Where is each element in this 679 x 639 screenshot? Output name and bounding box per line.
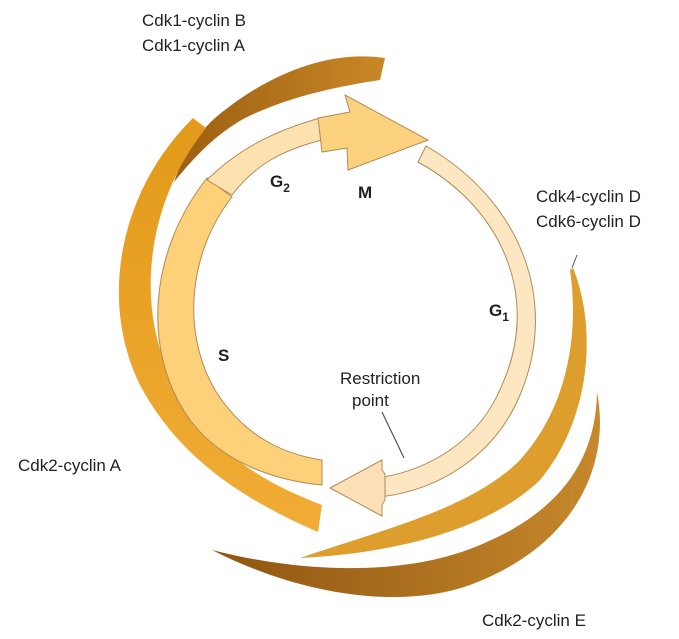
label-cdk4-cyclin-d: Cdk4-cyclin D: [536, 187, 641, 206]
phase-label-g1: G1: [489, 301, 509, 324]
cdk2-cyclin-a-band: [118, 118, 323, 532]
phase-label-g2: G2: [270, 172, 290, 195]
label-cdk1-cyclin-b: Cdk1-cyclin B: [142, 11, 246, 30]
cdk2-cyclin-e-band: [212, 392, 600, 598]
s-phase-band: [157, 177, 323, 486]
phase-label-m: M: [358, 183, 372, 202]
g1-letter: G: [489, 301, 502, 320]
label-cdk6-cyclin-d: Cdk6-cyclin D: [536, 212, 641, 231]
label-cdk2-cyclin-e: Cdk2-cyclin E: [482, 611, 586, 630]
label-cdk2-cyclin-a: Cdk2-cyclin A: [18, 456, 122, 475]
g1-arrowhead: [328, 459, 386, 517]
m-phase-arrow: [317, 93, 430, 171]
phase-label-s: S: [218, 346, 229, 365]
g2-letter: G: [270, 172, 283, 191]
cdk1-cyclin-band: [174, 56, 385, 183]
label-restriction: Restriction: [340, 369, 420, 388]
cdk4-cyclin-d-band: [300, 268, 587, 558]
g2-subscript: 2: [283, 181, 290, 195]
label-restriction-point: point: [352, 391, 389, 410]
label-cdk1-cyclin-a: Cdk1-cyclin A: [142, 36, 246, 55]
g1-subscript: 1: [502, 310, 509, 324]
restriction-pointer: [381, 411, 405, 459]
cdk4-pointer: [571, 254, 578, 269]
g1-phase-band: [377, 145, 536, 498]
